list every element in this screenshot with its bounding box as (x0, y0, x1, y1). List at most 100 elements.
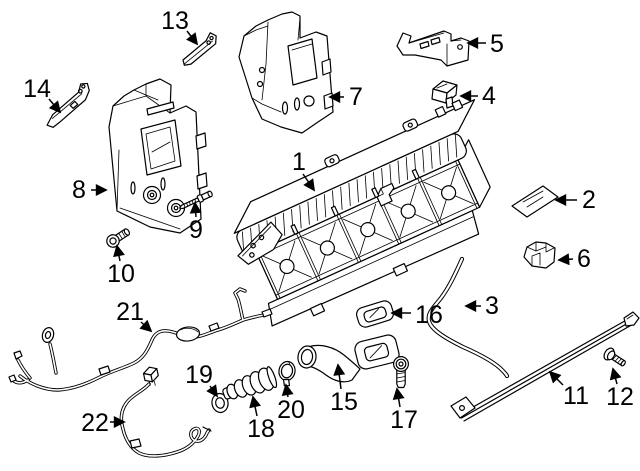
lattice-node (279, 258, 295, 275)
lid-ear (402, 118, 419, 132)
duct-flange-window (363, 342, 390, 362)
battery-end-bracket (237, 221, 283, 265)
grommet-center (173, 205, 179, 211)
callout-6-label[interactable]: 6 (577, 245, 591, 273)
callout-14-label[interactable]: 14 (23, 75, 51, 103)
callout-13-label[interactable]: 13 (161, 7, 189, 35)
callout-11-arrow (548, 370, 564, 386)
harness-end-bar (202, 426, 212, 432)
bolt-head (109, 237, 117, 245)
part-4-small-module[interactable] (431, 80, 458, 109)
panel-slot (293, 97, 301, 111)
panel-slot (130, 181, 136, 195)
callout-12-label[interactable]: 12 (606, 383, 634, 411)
callout-6-arrow (557, 253, 574, 266)
callout-17-label[interactable]: 17 (390, 406, 418, 434)
callout-4-label[interactable]: 4 (482, 82, 496, 110)
part-22-wiring-harness[interactable] (119, 366, 212, 458)
callout-7-label[interactable]: 7 (349, 83, 363, 111)
lattice-frame (255, 160, 479, 300)
callout-21-arrow (139, 319, 153, 333)
part-15-vent-duct[interactable] (297, 333, 401, 383)
panel-folds (112, 83, 181, 230)
callout-19-label[interactable]: 19 (185, 361, 213, 389)
module-detail (436, 83, 448, 89)
rail-end-plate (450, 396, 476, 419)
callout-1-label[interactable]: 1 (292, 148, 306, 176)
module-tab (445, 96, 454, 109)
panel-hole (258, 66, 266, 74)
bracket-fold-line (184, 40, 213, 65)
clamp-band-inner (280, 363, 294, 379)
bracket-body (182, 32, 217, 66)
grommet-inner (146, 189, 158, 201)
callout-13-arrow (186, 30, 199, 46)
lid-ear (324, 154, 340, 168)
harness-tab (129, 438, 142, 449)
part-10-flange-bolt[interactable] (104, 226, 132, 250)
bracket-fold-line (52, 93, 83, 119)
callout-3-label[interactable]: 3 (485, 292, 499, 320)
panel-slot (160, 177, 166, 191)
callout-12-arrow (609, 367, 622, 385)
callout-2-label[interactable]: 2 (582, 186, 596, 214)
harness-ring-hole (44, 330, 52, 340)
callout-5-label[interactable]: 5 (490, 30, 504, 58)
callout-22-label[interactable]: 22 (81, 409, 109, 437)
callout-9-arrow (189, 201, 202, 218)
part-14-strip-bracket[interactable] (38, 81, 98, 130)
callout-15-label[interactable]: 15 (330, 388, 358, 416)
bracket-hole (209, 35, 214, 41)
part-8-side-panel[interactable] (108, 78, 208, 234)
callout-21-label[interactable]: 21 (116, 298, 144, 326)
part-11-mounting-rail[interactable] (450, 311, 640, 422)
end-bracket-fold (242, 226, 272, 257)
callout-20-arrow (281, 383, 294, 398)
screw-head-center (398, 361, 404, 367)
callout-17-arrow (392, 387, 405, 408)
part-7-side-panel[interactable] (238, 11, 334, 134)
lid-ear-hole (329, 158, 335, 164)
rail-far-end (623, 311, 640, 327)
panel-window (287, 38, 318, 86)
bolt-threads (612, 355, 625, 365)
callout-16-label[interactable]: 16 (415, 301, 443, 329)
callout-8-label[interactable]: 8 (72, 176, 86, 204)
panel-folds (243, 17, 301, 113)
lid-ear-hole (407, 122, 413, 128)
harness-tab (208, 322, 220, 332)
callout-18-label[interactable]: 18 (247, 415, 275, 443)
boot-end (266, 366, 278, 389)
screw-threads (396, 372, 406, 383)
harness-ring-terminal (41, 327, 55, 343)
callout-11-label[interactable]: 11 (563, 382, 589, 410)
part-19-grommet-ring[interactable] (210, 392, 229, 414)
grommet (142, 185, 162, 205)
callout-10-label[interactable]: 10 (107, 260, 135, 288)
harness-branches-left-core (13, 343, 57, 384)
part-5-support-bracket[interactable] (396, 30, 470, 67)
lid-clip-tab (451, 99, 464, 112)
part-13-strip-bracket[interactable] (178, 31, 221, 68)
part-3-vent-tube[interactable] (426, 256, 510, 379)
harness-loop-line (179, 327, 199, 333)
callout-9-label[interactable]: 9 (189, 216, 203, 244)
part-18-bellows-boot[interactable] (220, 365, 279, 405)
part-12-rail-bolt[interactable] (602, 346, 628, 369)
part-2-label-sticker[interactable] (511, 185, 559, 218)
part-17-duct-screw[interactable] (393, 356, 410, 389)
screw-head (395, 358, 407, 370)
panel-hole (303, 95, 315, 107)
part-20-hose-clamp[interactable] (277, 360, 297, 387)
part-21-wiring-harness[interactable] (8, 287, 273, 392)
part-1-battery-assembly[interactable] (216, 92, 528, 334)
ring-outer (211, 392, 229, 414)
panel-slot (281, 101, 289, 115)
part-6-retaining-clip[interactable] (523, 241, 556, 269)
panel-window (140, 119, 182, 176)
panel-window-line (291, 43, 313, 51)
clip-facets (526, 241, 555, 267)
part-16-cover-plate[interactable] (355, 299, 395, 329)
callout-14-arrow (48, 98, 62, 114)
callout-20-label[interactable]: 20 (277, 396, 305, 424)
